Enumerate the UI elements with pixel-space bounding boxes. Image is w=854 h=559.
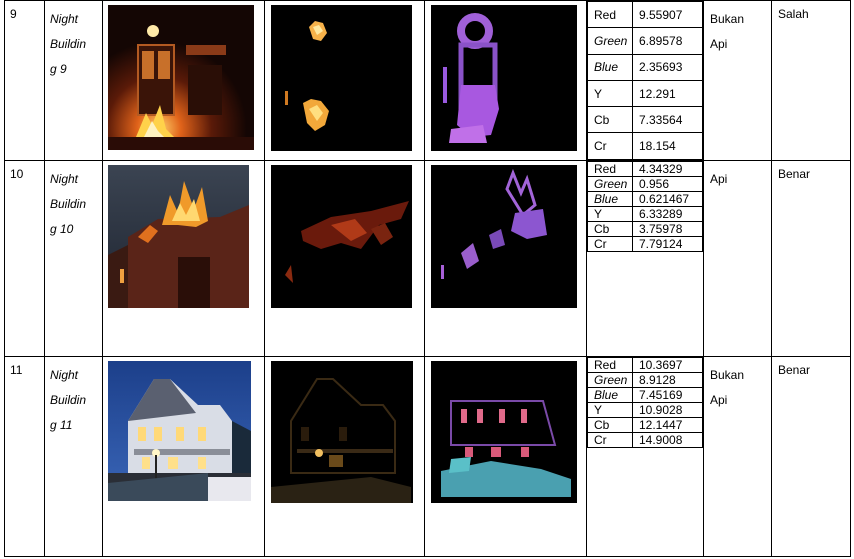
image-name: Night Buildin g 10 xyxy=(44,160,103,357)
ycbcr-segmentation-image xyxy=(431,5,577,151)
result-label: Benar xyxy=(771,160,851,357)
result-label: Benar xyxy=(771,356,851,557)
results-table: 9 Night Buildin g 9 xyxy=(4,0,851,557)
ycbcr-segmentation-image xyxy=(431,165,577,308)
ycbcr-segmentation-image-cell xyxy=(424,0,587,161)
row-number: 11 xyxy=(4,356,45,557)
original-image-cell xyxy=(102,160,265,357)
fire-mask-image-cell xyxy=(264,160,425,357)
ycbcr-segmentation-image-cell xyxy=(424,160,587,357)
original-image xyxy=(108,361,251,501)
fire-mask-image-cell xyxy=(264,356,425,557)
result-label: Salah xyxy=(771,0,851,161)
table-row: 10 Night Buildin g 10 xyxy=(4,160,851,357)
original-image xyxy=(108,5,254,150)
original-image-cell xyxy=(102,356,265,557)
fire-mask-image xyxy=(271,5,412,151)
row-number: 9 xyxy=(4,0,45,161)
ycbcr-segmentation-image xyxy=(431,361,577,503)
image-name: Night Buildin g 9 xyxy=(44,0,103,161)
fire-mask-image xyxy=(271,361,413,503)
fire-mask-image-cell xyxy=(264,0,425,161)
image-name: Night Buildin g 11 xyxy=(44,356,103,557)
table-row: 9 Night Buildin g 9 xyxy=(4,0,851,161)
detection-label: Bukan Api xyxy=(703,0,772,161)
table-row: 11 Night Buildin g 11 xyxy=(4,356,851,557)
fire-mask-image xyxy=(271,165,412,308)
ycbcr-segmentation-image-cell xyxy=(424,356,587,557)
original-image xyxy=(108,165,249,308)
detection-label: Api xyxy=(703,160,772,357)
original-image-cell xyxy=(102,0,265,161)
row-number: 10 xyxy=(4,160,45,357)
detection-label: Bukan Api xyxy=(703,356,772,557)
